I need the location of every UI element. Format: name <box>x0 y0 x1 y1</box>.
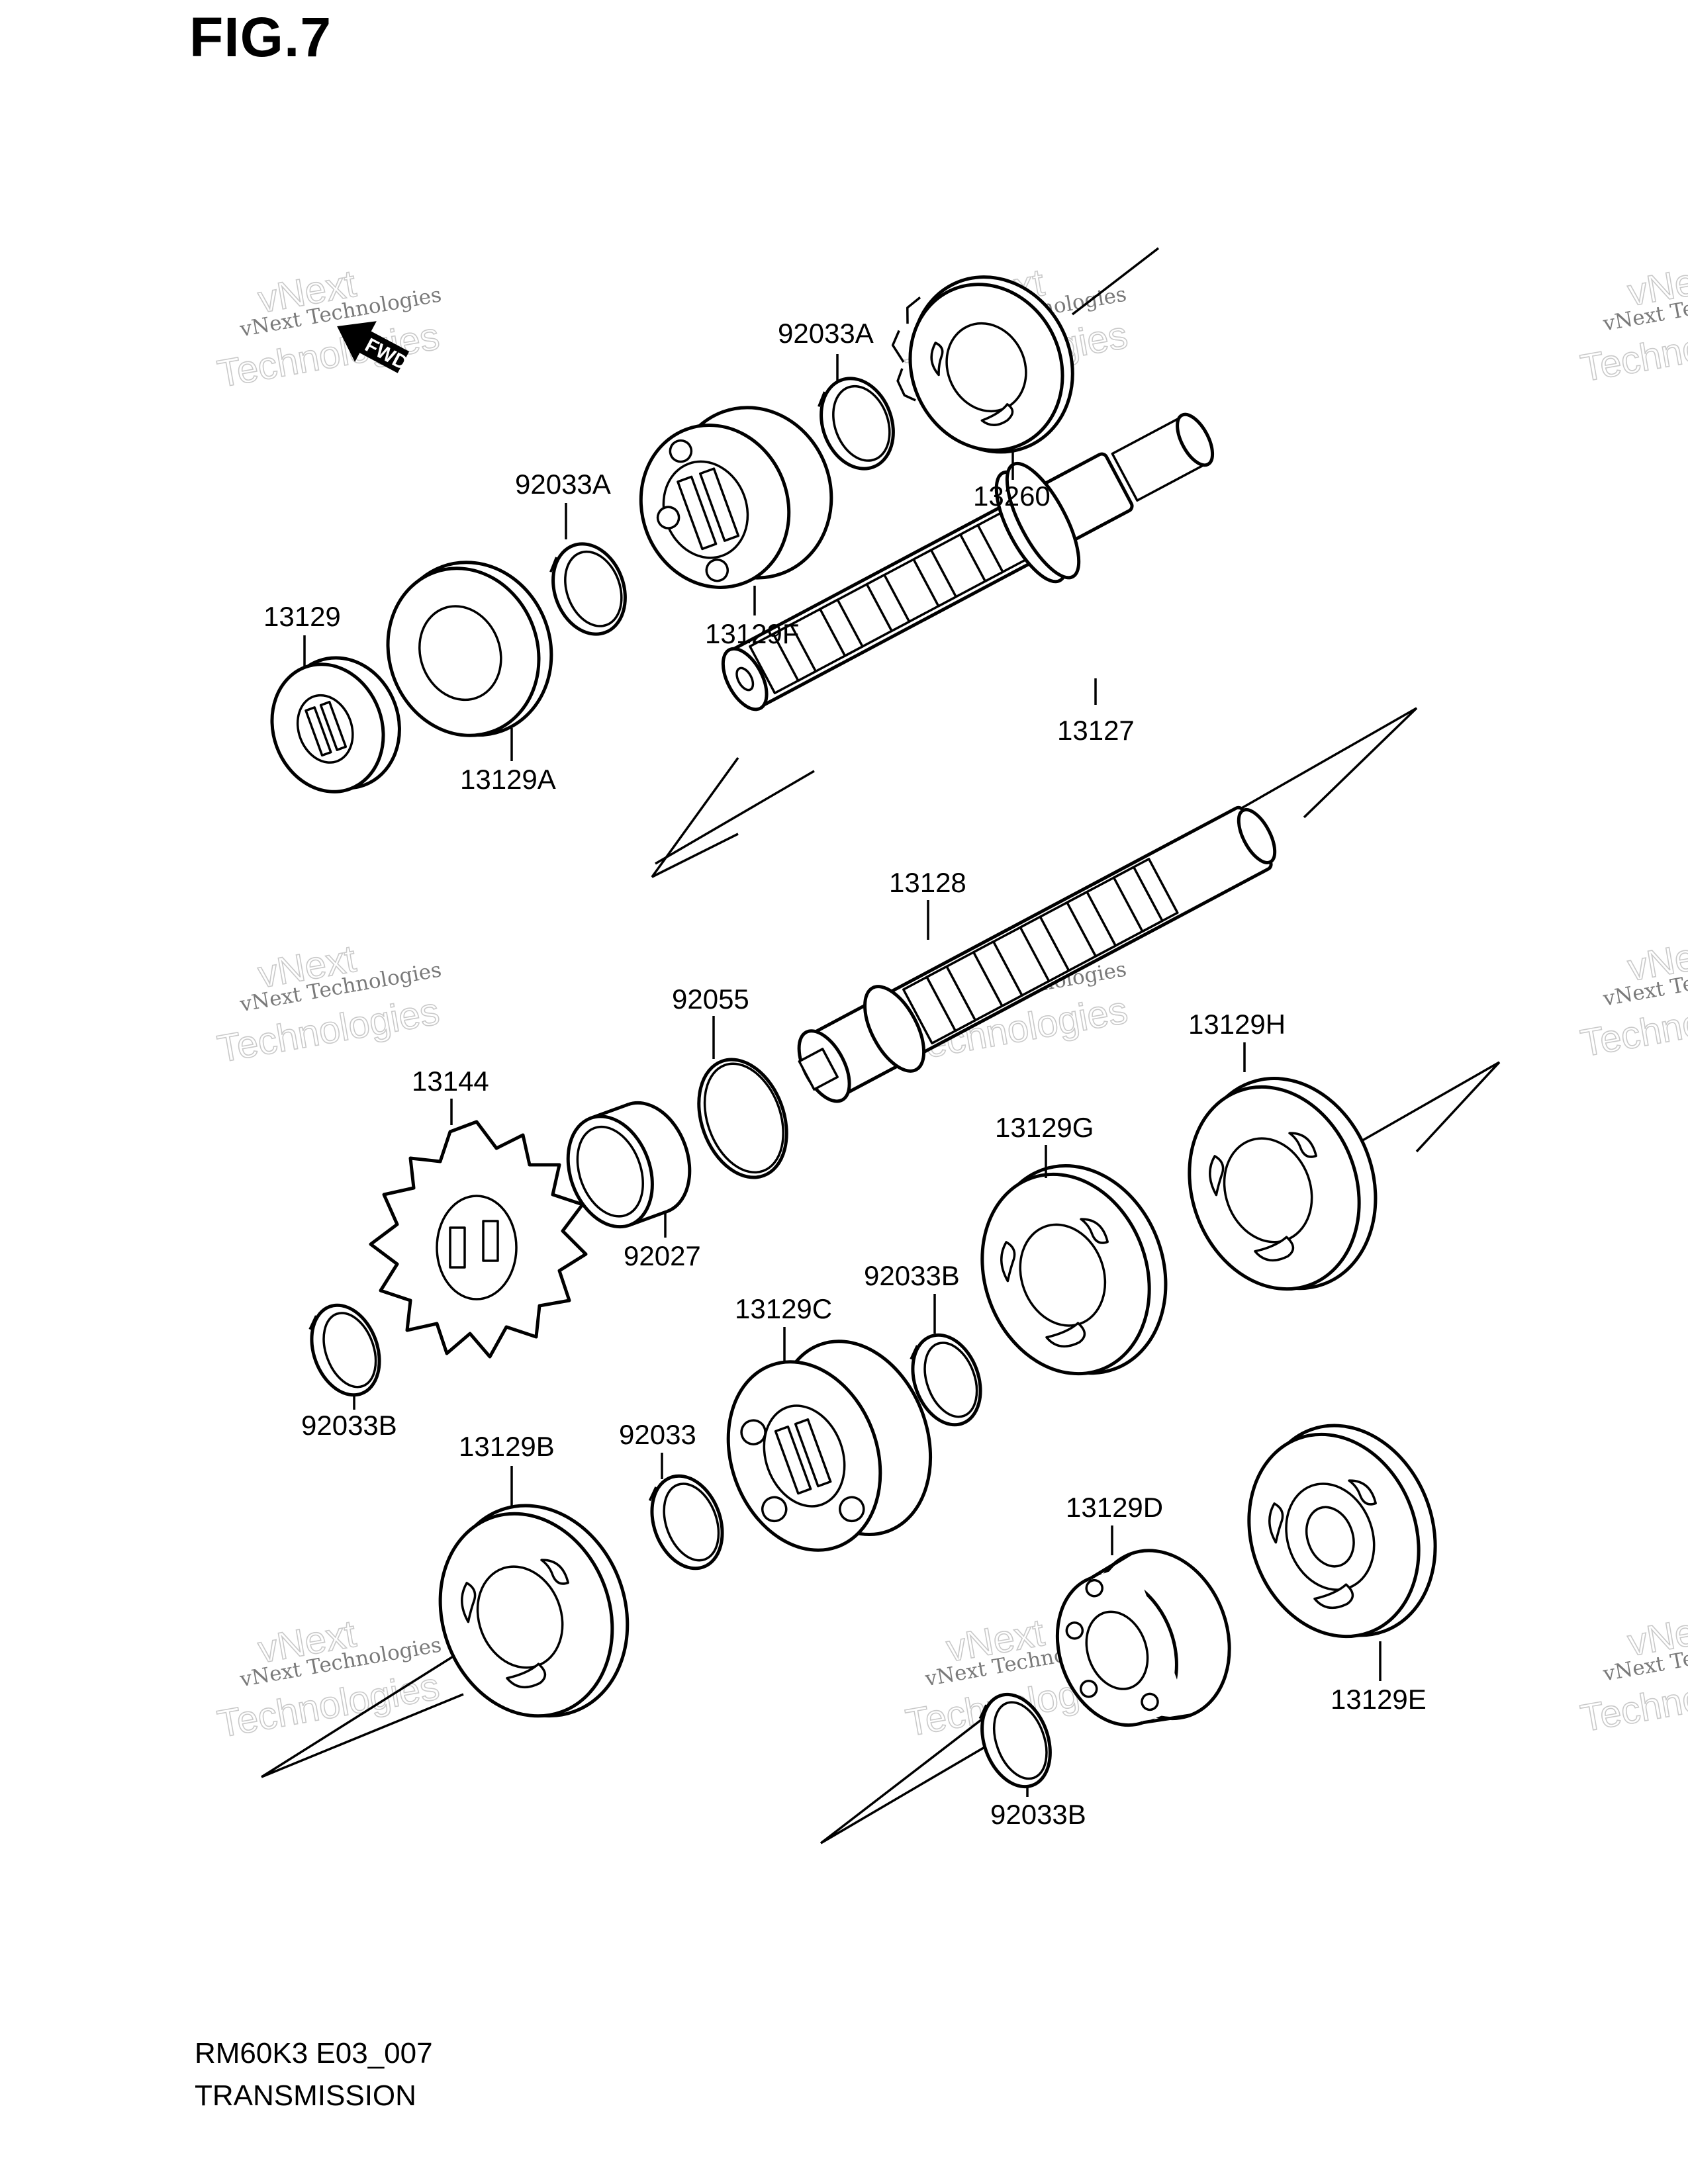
lower-axis-center <box>820 1709 1013 1844</box>
gear-13129B[interactable] <box>411 1480 656 1744</box>
leader-lines <box>303 354 1382 1797</box>
gear-13129E[interactable] <box>1220 1400 1464 1664</box>
label-92027[interactable]: 92027 <box>624 1240 701 1271</box>
output-shaft-axis <box>1231 707 1418 819</box>
label-13129E[interactable]: 13129E <box>1331 1684 1427 1715</box>
gear-13129F[interactable] <box>617 385 855 612</box>
label-92033B-bottom[interactable]: 92033B <box>990 1799 1086 1830</box>
gear-13129C[interactable] <box>702 1320 957 1574</box>
label-13129F[interactable]: 13129F <box>705 618 799 649</box>
circlip-92033B-left[interactable] <box>300 1296 391 1404</box>
label-13129G[interactable]: 13129G <box>995 1112 1094 1143</box>
label-92033[interactable]: 92033 <box>619 1419 696 1450</box>
circlip-92033[interactable] <box>639 1466 734 1578</box>
label-92033A-upper[interactable]: 92033A <box>778 318 874 349</box>
label-13128[interactable]: 13128 <box>889 867 966 898</box>
watermark-top-right: vNext vNext Technologies Technologies <box>1577 255 1688 390</box>
collar-92027[interactable] <box>553 1091 704 1238</box>
input-shaft-13127[interactable] <box>700 377 1237 743</box>
watermark-middle-right: vNext vNext Technologies Technologies <box>1577 930 1688 1066</box>
figure-title: FIG.7 <box>189 6 332 68</box>
gear-13129D[interactable] <box>1034 1531 1252 1751</box>
circlip-92033A-lower[interactable] <box>541 533 637 644</box>
label-13129[interactable]: 13129 <box>263 601 341 632</box>
gear-13260[interactable] <box>870 249 1101 484</box>
watermark-bottom-right: vNext vNext Technologies Technologies <box>1577 1605 1688 1741</box>
gear-13129[interactable] <box>254 641 418 809</box>
gear-13129G[interactable] <box>954 1141 1194 1401</box>
o-ring-92055[interactable] <box>683 1047 802 1189</box>
upper-axis-line-2 <box>655 770 815 865</box>
sprocket-13144[interactable] <box>369 1120 588 1359</box>
gear-13129A[interactable] <box>364 540 576 760</box>
counter-axis-right <box>1360 1061 1501 1153</box>
upper-axis-line <box>1071 247 1160 316</box>
label-13129C[interactable]: 13129C <box>735 1293 832 1324</box>
gear-13129H[interactable] <box>1160 1053 1404 1316</box>
label-13129A[interactable]: 13129A <box>460 764 556 795</box>
label-13127[interactable]: 13127 <box>1057 715 1135 746</box>
watermark-bottom-left: vNext vNext Technologies Technologies <box>214 1612 444 1747</box>
label-13129B[interactable]: 13129B <box>459 1431 555 1462</box>
label-92033B-middle[interactable]: 92033B <box>864 1260 960 1291</box>
model-code: RM60K3 E03_007 <box>195 2037 433 2070</box>
circlip-92033B-middle[interactable] <box>901 1326 992 1434</box>
circlip-92033B-bottom[interactable] <box>970 1685 1062 1796</box>
lower-axis-left <box>261 1647 467 1778</box>
label-13129D[interactable]: 13129D <box>1066 1492 1163 1523</box>
label-92033A-lower[interactable]: 92033A <box>515 469 611 500</box>
part-labels: 13260 92033A 13129F 92033A 13129 13129A … <box>263 318 1427 1830</box>
input-shaft-axis <box>651 756 739 878</box>
label-92055[interactable]: 92055 <box>672 983 749 1015</box>
watermark-top-left: vNext vNext Technologies Technologies <box>214 261 444 396</box>
label-92033B-left[interactable]: 92033B <box>301 1410 397 1441</box>
section-name: TRANSMISSION <box>195 2079 416 2112</box>
label-13144[interactable]: 13144 <box>412 1066 489 1097</box>
circlip-92033A-upper[interactable] <box>809 368 906 478</box>
output-shaft-13128[interactable] <box>785 789 1290 1116</box>
label-13129H[interactable]: 13129H <box>1188 1009 1286 1040</box>
arrow-forward-icon <box>337 321 410 373</box>
assembly-axes <box>261 247 1501 1844</box>
watermark-middle-left: vNext vNext Technologies Technologies <box>214 936 444 1071</box>
label-13260[interactable]: 13260 <box>973 480 1051 512</box>
